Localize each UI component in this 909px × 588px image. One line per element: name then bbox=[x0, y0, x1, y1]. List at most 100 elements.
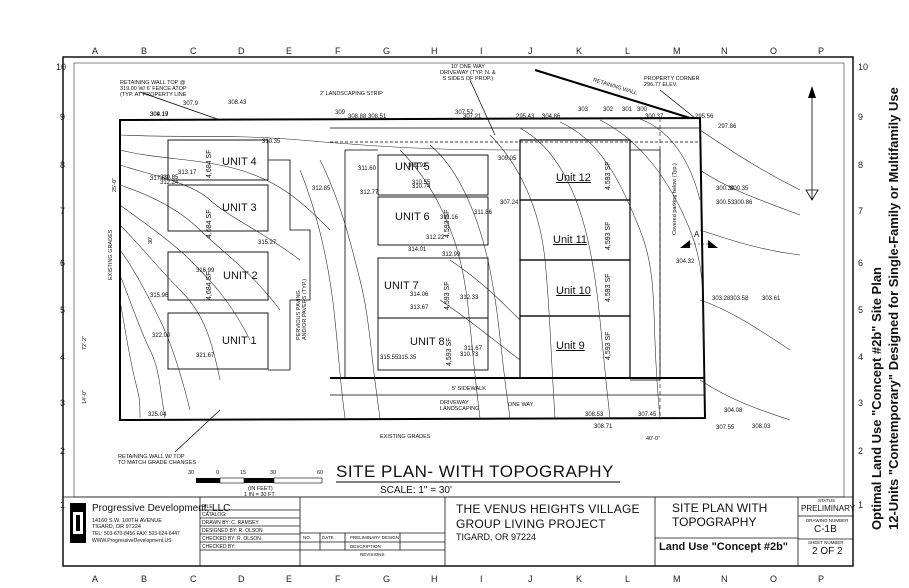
grid-column-letter: A bbox=[92, 574, 99, 584]
unit-label: UNIT 7 bbox=[384, 280, 419, 292]
grid-row-number: 8 bbox=[858, 160, 864, 170]
unit-1-footprint bbox=[167, 312, 269, 370]
elevation-label: 303.28 bbox=[712, 296, 731, 302]
company-phone: TEL: 503-670-8456 FAX: 503-624-6447 bbox=[92, 531, 180, 537]
elevation-label: 313.67 bbox=[410, 305, 429, 311]
elevation-label: 310.55 bbox=[412, 180, 431, 186]
topo-contours bbox=[119, 118, 801, 421]
field-file: FILE: bbox=[202, 504, 214, 510]
sheet-border bbox=[62, 56, 854, 567]
field-checked-by-2: CHECKED BY: bbox=[202, 544, 236, 550]
sheet-number-label: SHEET NUMBER bbox=[808, 540, 844, 545]
elevation-label: 311.67 bbox=[464, 346, 482, 352]
rev-no-header: NO. bbox=[303, 535, 312, 540]
property-corner-note: PROPERTY CORNER 296.77 ELEV. bbox=[644, 76, 700, 88]
side-title: Optimal Land Use "Concept #2b" Site Plan… bbox=[868, 87, 902, 530]
grid-column-letter: D bbox=[238, 574, 245, 584]
grid-column-letter: B bbox=[141, 46, 148, 56]
sheet-number: 2 OF 2 bbox=[812, 546, 843, 557]
field-designed-by: DESIGNED BY: R. OLSON bbox=[202, 528, 263, 534]
grid-column-letter: P bbox=[818, 574, 825, 584]
dimension-label: 30' bbox=[148, 236, 154, 244]
elevation-label: 311.60 bbox=[358, 166, 376, 172]
grid-column-letter: I bbox=[480, 574, 483, 584]
grid-column-letter: C bbox=[190, 574, 197, 584]
covered-parking-note: Covered parking below (Typ.) bbox=[672, 163, 678, 235]
elevation-label: 314.01 bbox=[408, 247, 427, 253]
title-block-frame bbox=[63, 496, 853, 566]
wall-bottom-leader bbox=[174, 409, 221, 453]
unit-6-footprint bbox=[377, 196, 489, 246]
existing-grades-note: EXISTING GRADES bbox=[380, 434, 431, 440]
elevation-label: 310.73 bbox=[460, 352, 479, 358]
project-location: TIGARD, OR 97224 bbox=[456, 532, 537, 542]
elevation-label: 312.77 bbox=[360, 190, 379, 196]
elevation-label: 317.63 bbox=[150, 176, 169, 182]
project-name-line1: THE VENUS HEIGHTS VILLAGE bbox=[456, 502, 640, 516]
unit-12-footprint bbox=[519, 139, 631, 201]
unit-11-footprint bbox=[519, 199, 631, 261]
revisions-label: REVISIONS bbox=[360, 552, 385, 557]
grid-column-letter: K bbox=[576, 574, 583, 584]
unit-area: 4,593 SF bbox=[605, 221, 612, 250]
scale-tick: 0 bbox=[216, 470, 220, 476]
scale-tick: 30 bbox=[188, 470, 195, 476]
grid-column-letter: E bbox=[286, 574, 293, 584]
elevation-label: 307.21 bbox=[463, 114, 482, 120]
unit-area: 4,593 SF bbox=[605, 273, 612, 302]
rev-prelim-header: PRELIMINARY DESIGN bbox=[350, 535, 399, 540]
status-value: PRELIMINARY bbox=[801, 504, 856, 513]
unit-label: Unit 10 bbox=[556, 285, 591, 297]
grid-column-letter: C bbox=[190, 46, 197, 56]
retaining-wall-top-note: RETAINING WALL TOP @ 319.00 W/ 6' FENCE … bbox=[120, 80, 187, 98]
company-web: WWW.ProgressiveDevelopment.US bbox=[92, 538, 172, 544]
grid-column-letter: M bbox=[673, 46, 681, 56]
unit-label: UNIT 2 bbox=[223, 270, 258, 282]
grid-row-number: 6 bbox=[60, 258, 66, 268]
grid-column-letter: B bbox=[141, 574, 148, 584]
sheet-title-line1: SITE PLAN WITH bbox=[672, 501, 768, 515]
elevation-label: 300.30 bbox=[716, 186, 735, 192]
unit-area: 4,593 SF bbox=[444, 209, 451, 238]
grid-column-letter: N bbox=[721, 46, 728, 56]
scale-bar bbox=[196, 477, 323, 484]
elevation-label: 307.9 bbox=[183, 101, 199, 107]
elevation-label: 313.17 bbox=[178, 170, 197, 176]
grid-column-letter: J bbox=[528, 46, 533, 56]
status-label: STATUS bbox=[818, 498, 836, 503]
scale-tick: 15 bbox=[240, 470, 247, 476]
elevation-label: 312.85 bbox=[312, 186, 331, 192]
elevation-label: 304.17 bbox=[150, 112, 169, 118]
section-marker-label: A bbox=[694, 230, 700, 239]
dimension-label: 40'-0" bbox=[646, 436, 661, 442]
elevation-label: 311.16 bbox=[440, 215, 458, 221]
elevation-label: 297.86 bbox=[718, 124, 737, 130]
elevation-label: 321.67 bbox=[196, 353, 215, 359]
unit-label: UNIT 3 bbox=[222, 202, 257, 214]
elevation-label: 311.86 bbox=[474, 210, 492, 216]
company-address: 14160 S.W. 100TH AVENUE TIGARD, OR 97224 bbox=[92, 518, 162, 530]
driveway-note: 10' ONE WAY DRIVEWAY (TYP. N. & S SIDES … bbox=[440, 64, 496, 82]
field-drawn-by: DRAWN BY: C. RAMSEY bbox=[202, 520, 259, 526]
elevation-label: 304.32 bbox=[676, 259, 695, 265]
elevation-label: 303 bbox=[578, 107, 589, 113]
sidewalk-note: 5' SIDEWALK bbox=[452, 386, 486, 392]
grid-row-number: 2 bbox=[858, 446, 864, 456]
rev-date-header: DATE bbox=[322, 535, 334, 540]
grid-column-letter: K bbox=[576, 46, 583, 56]
sheet-title-line2: TOPOGRAPHY bbox=[672, 515, 757, 529]
elevation-label: 307.24 bbox=[500, 200, 519, 206]
elevation-label: 308.03 bbox=[752, 424, 771, 430]
field-catalog: CATALOG: bbox=[202, 512, 227, 518]
unit-area: 4,593 SF bbox=[444, 281, 451, 310]
site-plan-scale: SCALE: 1" = 30' bbox=[380, 485, 452, 496]
elevation-label: 295.56 bbox=[695, 114, 714, 120]
elevation-label: 316.99 bbox=[196, 268, 215, 274]
grid-row-number: 7 bbox=[858, 206, 864, 216]
grid-column-letter: O bbox=[770, 574, 778, 584]
elevation-label: 309.92 bbox=[408, 163, 427, 169]
drawing-number-label: DRAWING NUMBER bbox=[806, 518, 849, 523]
unit-2-footprint bbox=[167, 251, 269, 301]
